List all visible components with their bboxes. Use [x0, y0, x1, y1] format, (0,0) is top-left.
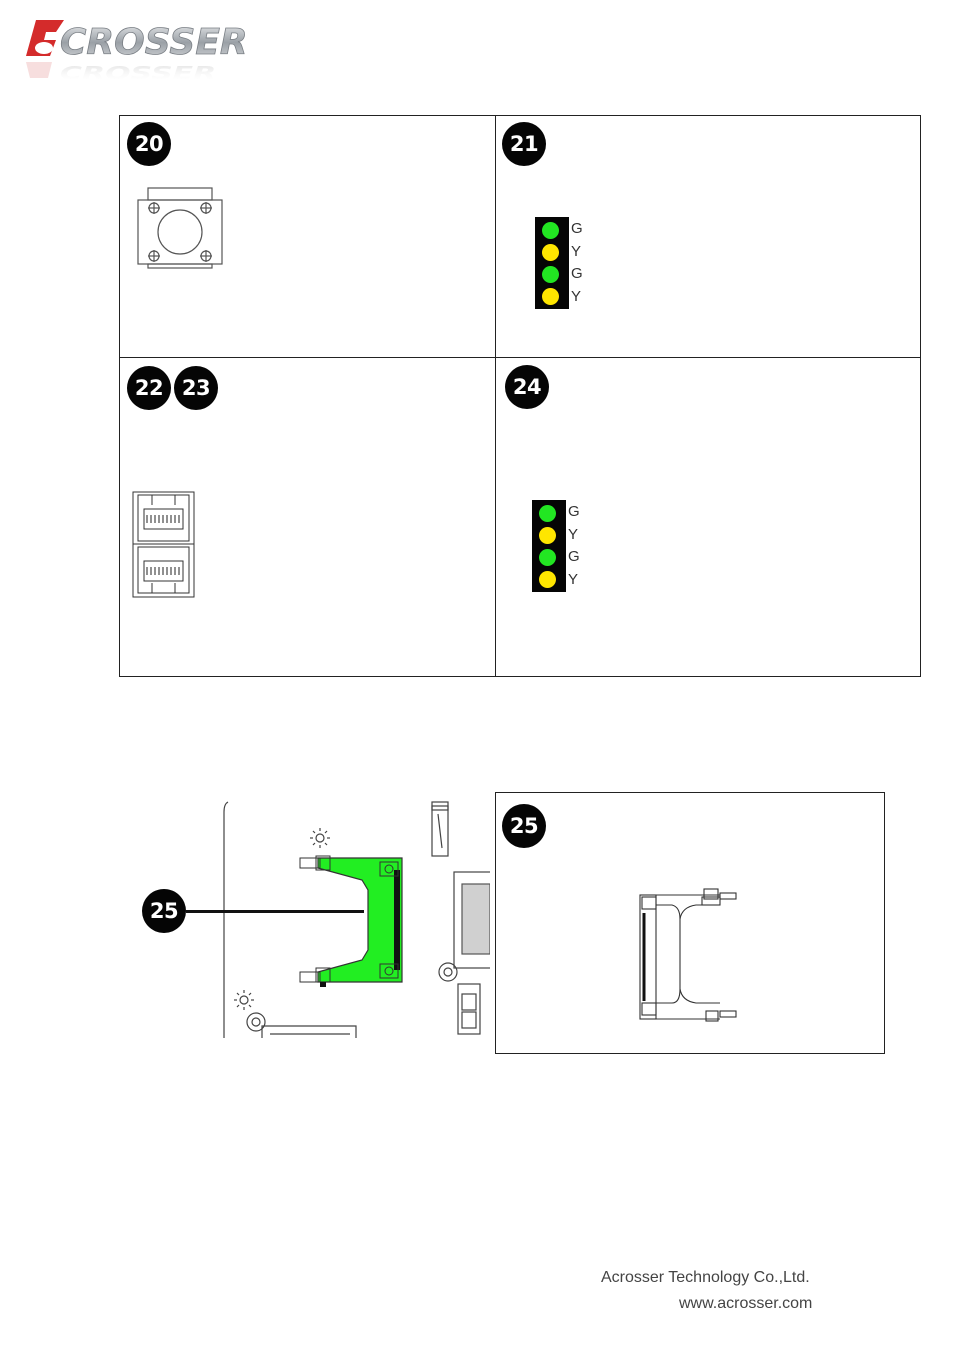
svg-text:CROSSER: CROSSER	[60, 62, 216, 83]
cell-led-indicator-24: 24 G Y G Y	[495, 357, 921, 677]
green-led-icon	[542, 266, 559, 283]
rj45-connector-diagram	[132, 491, 196, 599]
led-strip: G Y G Y	[535, 217, 569, 309]
led-label: G	[568, 503, 580, 520]
cf-detail-box: 25	[495, 792, 885, 1054]
number-badge: 22	[127, 366, 171, 410]
led-label: G	[571, 220, 583, 237]
number-badge: 23	[174, 366, 218, 410]
led-label: G	[568, 548, 580, 565]
callout-badge: 25	[142, 889, 186, 933]
number-badge: 25	[502, 804, 546, 848]
power-switch-diagram	[134, 186, 226, 270]
green-led-icon	[542, 222, 559, 239]
yellow-led-icon	[539, 571, 556, 588]
logo-wordmark: CROSSER	[60, 22, 248, 63]
cell-led-indicator-21: 21 G Y G Y	[495, 115, 921, 358]
screw-icon	[310, 828, 330, 848]
yellow-led-icon	[539, 527, 556, 544]
green-led-icon	[539, 549, 556, 566]
led-label: Y	[568, 571, 578, 588]
callout-line	[186, 910, 364, 913]
acrosser-logo: CROSSER CROSSER	[22, 14, 292, 90]
number-badge: 24	[505, 365, 549, 409]
cf-slot-detail-diagram	[636, 885, 744, 1025]
number-badge: 20	[127, 122, 171, 166]
cell-lan-ports: 22 23	[119, 357, 496, 677]
led-label: G	[571, 265, 583, 282]
led-label: Y	[571, 288, 581, 305]
footer-company: Acrosser Technology Co.,Ltd.	[601, 1269, 810, 1287]
number-badge: 21	[502, 122, 546, 166]
led-label: Y	[571, 243, 581, 260]
led-strip: G Y G Y	[532, 500, 566, 592]
cell-power-button: 20	[119, 115, 496, 358]
footer-website: www.acrosser.com	[679, 1295, 812, 1313]
led-label: Y	[568, 526, 578, 543]
yellow-led-icon	[542, 288, 559, 305]
green-led-icon	[539, 505, 556, 522]
yellow-led-icon	[542, 244, 559, 261]
cf-board-diagram	[218, 800, 490, 1040]
